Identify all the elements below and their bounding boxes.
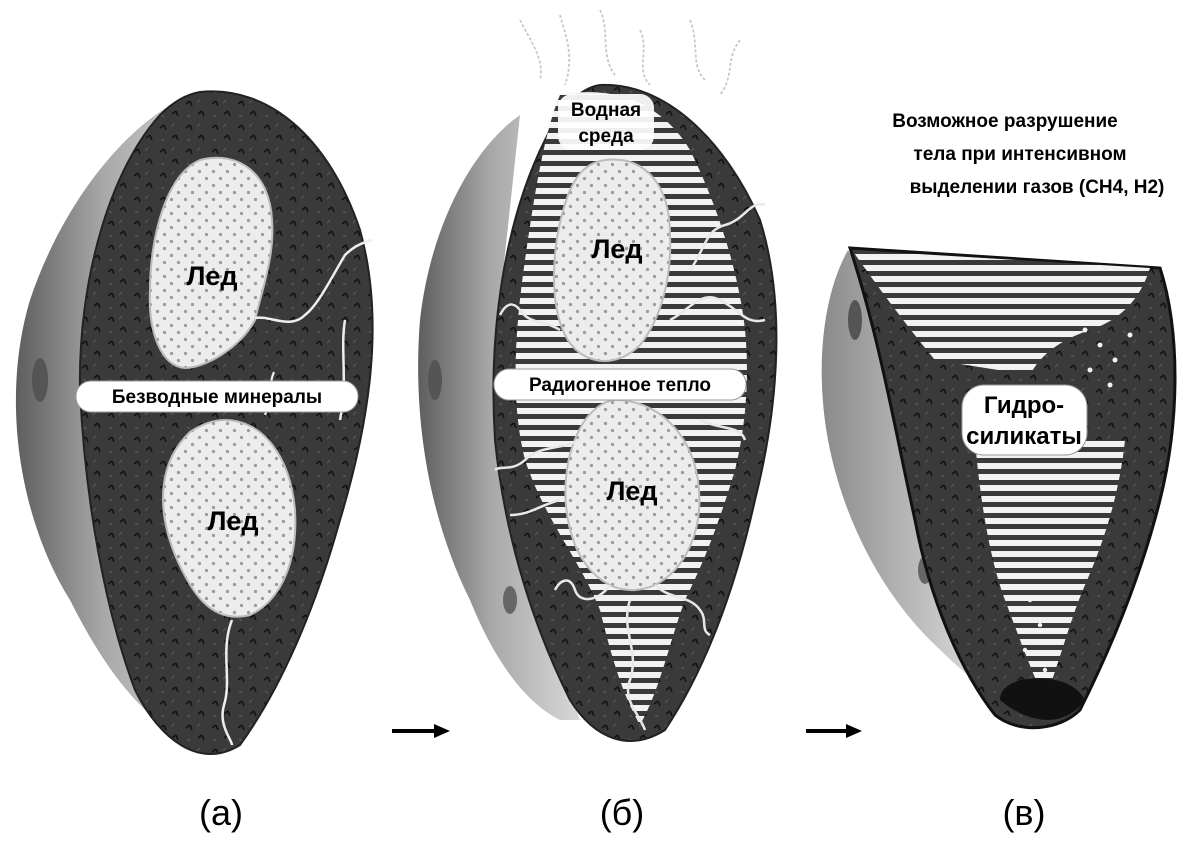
panel-c-crater-1	[848, 300, 862, 340]
panel-b-water-line2: среда	[578, 126, 634, 147]
panel-c-title-line1: Возможное разрушение	[892, 111, 1118, 132]
arrow-b-to-c	[806, 724, 862, 738]
caption-a: (а)	[199, 792, 243, 833]
panel-a-ice-top-label: Лед	[186, 261, 237, 291]
panel-a: Лед Лед Безводные минералы	[16, 91, 373, 754]
caption-c: (в)	[1002, 792, 1045, 833]
panel-b-crater-1	[428, 360, 442, 400]
panel-b-vapor-plume	[520, 10, 740, 95]
panel-c: Возможное разрушение тела при интенсивно…	[822, 111, 1175, 728]
panel-b-water-line1: Водная	[571, 100, 641, 121]
panel-a-minerals-label: Безводные минералы	[112, 387, 322, 408]
panel-c-hydro-line2: силикаты	[966, 423, 1082, 450]
panel-a-ice-bottom-label: Лед	[207, 506, 258, 536]
panel-b: Лед Лед Водная среда Радиогенное тепло	[418, 10, 776, 741]
panel-b-ice-bottom-label: Лед	[606, 476, 657, 506]
caption-b: (б)	[600, 792, 645, 833]
panel-c-hydro-line1: Гидро-	[984, 392, 1064, 419]
panel-b-crater-2	[503, 586, 517, 614]
panel-c-title-line3: выделении газов (CH4, H2)	[910, 177, 1165, 198]
panel-c-title-line2: тела при интенсивном	[913, 144, 1126, 165]
panel-b-heat-label: Радиогенное тепло	[529, 375, 711, 396]
panel-a-crater-1	[32, 358, 48, 402]
arrow-a-to-b	[392, 724, 450, 738]
panel-b-ice-top-label: Лед	[591, 234, 642, 264]
